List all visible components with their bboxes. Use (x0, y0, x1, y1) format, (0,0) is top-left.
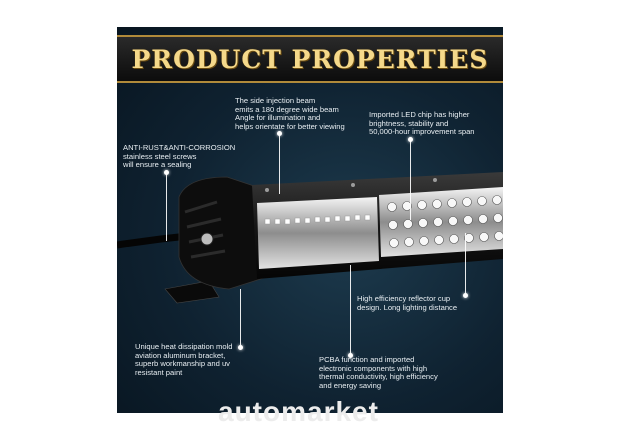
heat-callout-dot (238, 345, 243, 350)
heat-dissipation-note: Unique heat dissipation mold aviation al… (135, 342, 233, 377)
anti-rust-note: ANTI-RUST&ANTI-CORROSION stainless steel… (123, 143, 236, 170)
side-beam-note: The side injection beam emits a 180 degr… (235, 96, 345, 131)
pcba-note: PCBA function and imported electronic co… (319, 355, 438, 390)
product-image: PRODUCT PROPERTIES (117, 27, 503, 413)
led-chip-note: Imported LED chip has higher brightness,… (369, 110, 475, 137)
pcba-callout-line (350, 265, 351, 355)
end-cap (178, 176, 268, 290)
anti-rust-callout-line (166, 173, 167, 241)
mount-bracket (164, 280, 220, 304)
reflector-callout-line (465, 233, 466, 295)
led-chip-callout-line (410, 140, 411, 220)
end-cap-screw (200, 232, 214, 246)
title-banner (117, 35, 503, 83)
pcba-callout-dot (348, 353, 353, 358)
page-title: PRODUCT PROPERTIES (131, 45, 489, 74)
side-beam-reflector (257, 197, 379, 269)
led-chip-callout-dot (408, 137, 413, 142)
side-beam-callout-dot (277, 131, 282, 136)
reflector-callout-dot (463, 293, 468, 298)
anti-rust-callout-dot (164, 170, 169, 175)
side-beam-callout-line (279, 134, 280, 194)
heat-callout-line (240, 289, 241, 345)
reflector-note: High efficiency reflector cup design. Lo… (357, 294, 458, 312)
watermark: automarket (218, 396, 379, 427)
